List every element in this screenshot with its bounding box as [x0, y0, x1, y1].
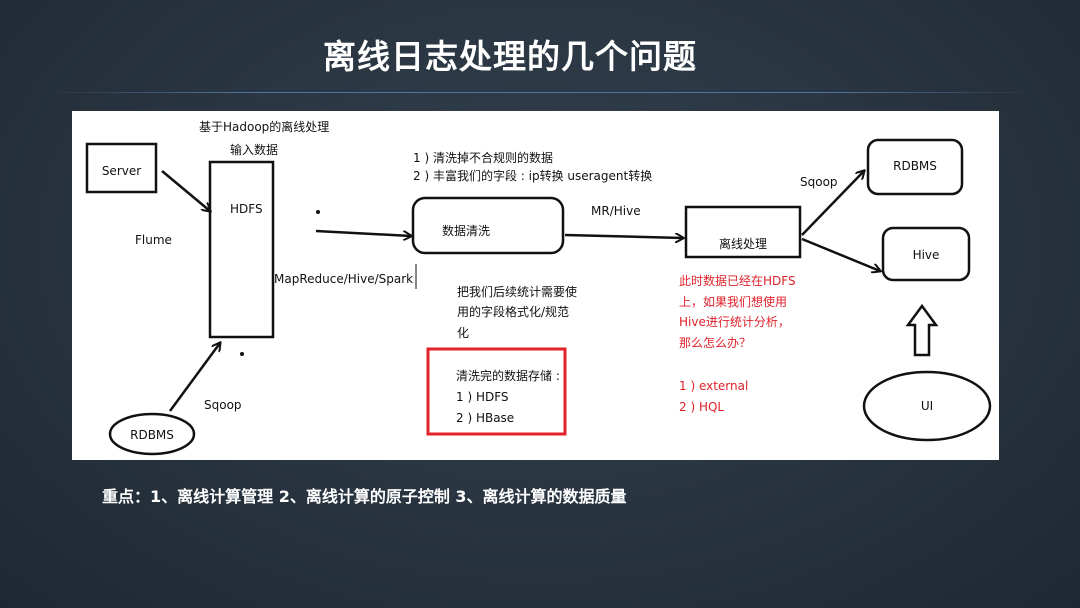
offline-processing-label: 离线处理 [718, 237, 767, 251]
rule-line-1: 1 ) 清洗掉不合规则的数据 [413, 151, 553, 165]
question-line-4: 那么怎么办？ [679, 335, 752, 350]
arrow-offline-to-rdbms [801, 171, 864, 236]
slide-title: 离线日志处理的几个问题 [323, 37, 697, 76]
option-line-2: 2 ) HQL [679, 400, 725, 414]
hive-label: Hive [912, 248, 940, 262]
server-node [85, 142, 158, 194]
rdbms-left-label: RDBMS [130, 428, 174, 442]
arrow-ui-to-hive [905, 303, 939, 357]
server-label: Server [101, 164, 142, 178]
hive-options-note: 1 ) external 2 ) HQL [679, 376, 748, 418]
offline-processing-node [684, 205, 802, 259]
option-line-1: 1 ) external [679, 379, 749, 393]
header-label: 基于Hadoop的离线处理 [199, 120, 330, 134]
question-line-1: 此时数据已经在HDFS [679, 274, 796, 288]
arrow-cleaning-to-offline [564, 235, 683, 238]
hdfs-label: HDFS [230, 202, 263, 216]
arrow-rdbms-to-hdfs [168, 343, 220, 412]
flume-label: Flume [135, 233, 172, 247]
hive-node [881, 226, 971, 282]
storage-highlight-box [426, 347, 567, 436]
cleaning-rules: 1 ) 清洗掉不合规则的数据 2 ) 丰富我们的字段 : ip转换 userag… [413, 151, 652, 184]
mapreduce-label: MapReduce/Hive/Spark [274, 272, 414, 286]
title-divider [40, 92, 1040, 93]
data-cleaning-node [411, 196, 565, 255]
arrow-offline-to-hive [801, 237, 880, 271]
hdfs-node [208, 160, 275, 339]
sqoop-right-label: Sqoop [800, 175, 838, 189]
format-note: 把我们后续统计需要使 用的字段格式化/规范 化 [457, 282, 577, 343]
sqoop-left-label: Sqoop [204, 398, 242, 412]
question-line-3: Hive进行统计分析， [679, 315, 790, 330]
key-points-summary: 重点：1、离线计算管理 2、离线计算的原子控制 3、离线计算的数据质量 [102, 487, 627, 506]
question-line-2: 上，如果我们想使用 [679, 294, 788, 309]
diagram-canvas [85, 138, 992, 456]
mr-hive-label: MR/Hive [591, 204, 641, 218]
rdbms-left-node [108, 412, 196, 456]
storage-line-3: 2 ) HBase [456, 411, 515, 425]
hive-question-note: 此时数据已经在HDFS 上，如果我们想使用 Hive进行统计分析， 那么怎么办？ [679, 271, 796, 354]
dot-marker [240, 352, 244, 356]
ui-label: UI [920, 399, 934, 413]
rdbms-right-label: RDBMS [893, 159, 937, 173]
format-line-1: 把我们后续统计需要使 [457, 285, 578, 299]
arrow-hdfs-to-cleaning [315, 229, 411, 236]
storage-note: 清洗完的数据存储 : 1 ) HDFS 2 ) HBase [456, 366, 560, 429]
input-data-label: 输入数据 [230, 143, 279, 157]
diagram-panel: 基于Hadoop的离线处理 输入数据 Server HDFS Flume Map… [72, 111, 999, 460]
ui-node [862, 370, 992, 442]
rule-line-2: 2 ) 丰富我们的字段 : ip转换 useragent转换 [413, 169, 653, 183]
format-line-2: 用的字段格式化/规范 [457, 305, 570, 320]
storage-line-2: 1 ) HDFS [456, 390, 509, 404]
arrow-server-to-hdfs [161, 170, 210, 211]
storage-line-1: 清洗完的数据存储 : [456, 369, 560, 383]
data-cleaning-label: 数据清洗 [442, 224, 491, 238]
format-line-3: 化 [457, 325, 470, 340]
rdbms-right-node [866, 138, 964, 196]
dot-marker [316, 210, 320, 214]
